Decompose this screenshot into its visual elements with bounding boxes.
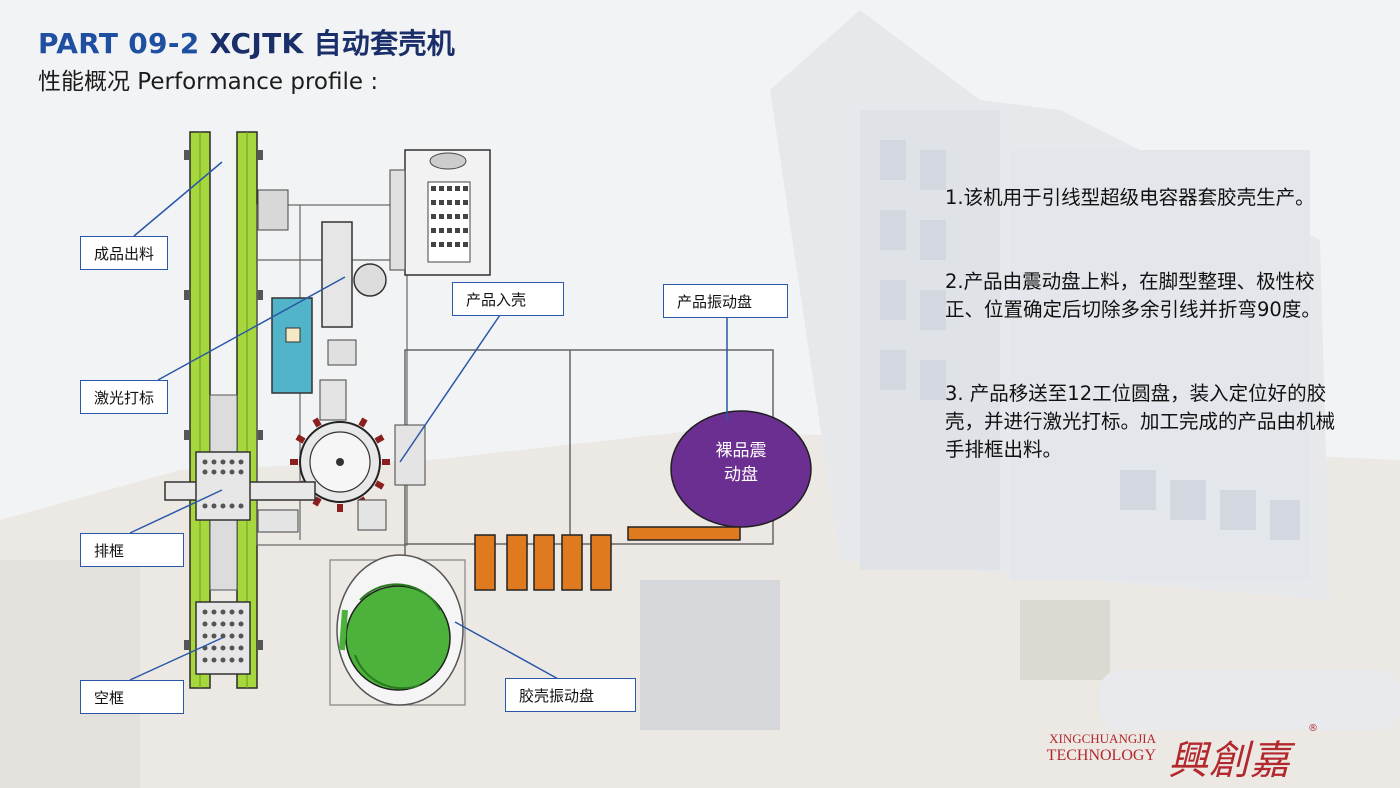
- registered-mark: ®: [1308, 723, 1318, 734]
- callout-empty-frame: 空框: [80, 680, 184, 714]
- bare-bowl-label-line1: 裸品震: [716, 441, 767, 461]
- title-machine-name: XCJTK 自动套壳机: [209, 27, 456, 60]
- laser-marking-unit: [271, 297, 313, 394]
- brand-name-english-line1: XINGCHUANGJIA: [1049, 731, 1156, 746]
- bare-bowl-label-line2: 动盘: [724, 465, 758, 485]
- orange-staging-blocks: [474, 534, 612, 591]
- description-item-3: 3. 产品移送至12工位圆盘，装入定位好的胶壳，并进行激光打标。加工完成的产品由…: [945, 382, 1336, 461]
- callout-product-casing: 产品入壳: [452, 282, 564, 316]
- callout-shell-vibration-plate: 胶壳振动盘: [505, 678, 636, 712]
- control-cabinet: [389, 149, 491, 276]
- callout-frame-arranging: 排框: [80, 533, 184, 567]
- output-conveyors: [184, 131, 263, 689]
- bare-product-vibration-bowl: [670, 410, 812, 528]
- brand-logo-chinese: 興創嘉: [1168, 738, 1291, 784]
- callout-product-vibration-plate: 产品振动盘: [663, 284, 788, 318]
- page-title: PART 09-2 XCJTK 自动套壳机: [38, 22, 455, 62]
- callout-leader-lines: [129, 161, 728, 681]
- page-subtitle: 性能概况 Performance profile :: [38, 69, 379, 95]
- shell-vibration-bowl: [345, 585, 451, 691]
- brand-name-english-line2: TECHNOLOGY: [1046, 747, 1156, 764]
- empty-frame-tray: [195, 601, 251, 675]
- full-frame-tray: [195, 451, 251, 521]
- brand-name-english: XINGCHUANGJIA TECHNOLOGY: [1034, 730, 1156, 764]
- linear-feeder-track: [627, 526, 741, 541]
- title-part-number: PART 09-2: [38, 27, 200, 60]
- description-item-1: 1.该机用于引线型超级电容器套胶壳生产。: [945, 186, 1315, 209]
- callout-laser-marking: 激光打标: [80, 380, 169, 414]
- description-item-2: 2.产品由震动盘上料，在脚型整理、极性校正、位置确定后切除多余引线并折弯90度。: [945, 270, 1321, 321]
- callout-finished-output: 成品出料: [80, 236, 169, 270]
